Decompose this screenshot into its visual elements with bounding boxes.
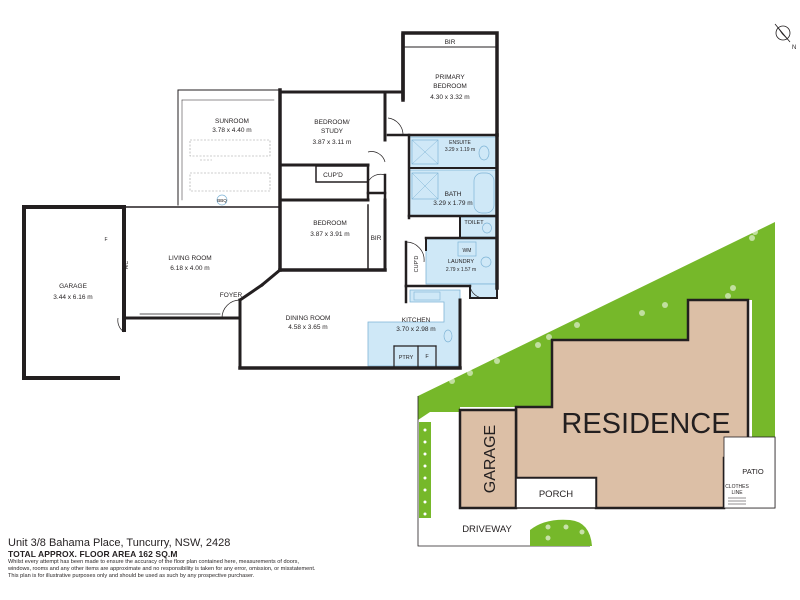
bedroom-study-label-line2: STUDY — [321, 128, 344, 135]
disclaimer-line-1: Whilst every attempt has been made to en… — [8, 559, 300, 565]
bedroom-study-label-line1: BEDROOM/ — [314, 119, 350, 126]
cupd-laundry-label: CUP'D — [414, 256, 420, 273]
living-room-label: LIVING ROOM — [168, 255, 211, 262]
sunroom-dims: 3.78 x 4.40 m — [212, 127, 251, 134]
dining-room-label: DINING ROOM — [286, 315, 331, 322]
bbq-label: BBQ — [217, 198, 227, 203]
hedge-strip — [419, 422, 431, 518]
clothes-line-label-line2: LINE — [731, 490, 743, 496]
bath-label: BATH — [445, 191, 462, 198]
site-plan: RESIDENCE GARAGE PORCH PATIO CLOTHES LIN… — [417, 222, 776, 547]
living-room-dims: 6.18 x 4.00 m — [170, 265, 209, 272]
lawn-area — [418, 222, 775, 437]
sunroom-label: SUNROOM — [215, 118, 249, 125]
primary-bedroom-label-line1: PRIMARY — [435, 74, 465, 81]
primary-bedroom-label-line2: BEDROOM — [433, 83, 467, 90]
primary-bedroom-dims: 4.30 x 3.32 m — [430, 94, 469, 101]
porch-block — [515, 477, 597, 509]
ensuite-dims: 3.29 x 1.19 m — [445, 147, 475, 153]
fridge-kitchen-label: F — [425, 354, 429, 360]
patio-block — [723, 436, 776, 509]
toilet-label: TOILET — [464, 220, 484, 226]
pantry-label: PTRY — [399, 355, 414, 361]
bedroom-dims: 3.87 x 3.91 m — [310, 231, 349, 238]
cupd-mid-label: CUP'D — [323, 172, 343, 179]
kitchen-dims: 3.70 x 2.98 m — [396, 326, 435, 333]
ac-label: A/C — [124, 260, 130, 269]
fridge-garage-label: F — [104, 237, 107, 243]
patio-label: PATIO — [742, 467, 764, 476]
residence-label: RESIDENCE — [561, 408, 730, 440]
bedroom-study-dims: 3.87 x 3.11 m — [313, 139, 352, 146]
shower-ensuite — [411, 139, 439, 165]
bathtub — [473, 172, 495, 214]
laundry-area — [425, 238, 498, 285]
laundry-dims: 2.79 x 1.57 m — [446, 267, 476, 273]
foyer-label: FOYER — [220, 292, 243, 299]
compass-circle-icon — [775, 25, 791, 41]
walls — [22, 31, 499, 380]
address: Unit 3/8 Bahama Place, Tuncurry, NSW, 24… — [8, 537, 231, 549]
hedge-dots — [423, 428, 427, 516]
door-swings — [117, 117, 485, 333]
bir-top-label: BIR — [445, 39, 456, 46]
bir-mid-label: BIR — [371, 235, 382, 242]
sunroom-furniture — [189, 139, 271, 192]
room-labels: BIR PRIMARY BEDROOM 4.30 x 3.32 m SUNROO… — [53, 39, 484, 361]
laundry-tub — [480, 256, 492, 268]
clothes-line-label-line1: CLOTHES — [725, 484, 749, 490]
laundry-extension — [469, 283, 498, 299]
porch-label: PORCH — [539, 489, 573, 500]
wm-label: WM — [463, 248, 472, 254]
disclaimer-line-2: windows, rooms and any other items are a… — [8, 566, 316, 572]
wet-areas — [367, 136, 498, 367]
toilet-ensuite — [478, 145, 490, 161]
shower-bath — [411, 172, 439, 200]
driveway-garden — [530, 519, 592, 546]
bedroom-label: BEDROOM — [313, 220, 347, 227]
footer: Unit 3/8 Bahama Place, Tuncurry, NSW, 24… — [8, 537, 468, 580]
kitchen-label: KITCHEN — [402, 317, 431, 324]
lawn-bushes — [449, 229, 758, 384]
ensuite-label: ENSUITE — [449, 140, 471, 146]
compass: N — [774, 23, 796, 51]
compass-north-label: N — [792, 45, 796, 51]
clothes-line-icon — [728, 497, 746, 505]
driveway-label: DRIVEWAY — [462, 524, 512, 535]
floor-area: TOTAL APPROX. FLOOR AREA 162 SQ.M — [8, 549, 178, 559]
site-garage-block — [458, 408, 518, 510]
site-garage-label: GARAGE — [482, 425, 499, 493]
bbq-icon — [216, 194, 228, 206]
ensuite-area — [408, 136, 498, 169]
laundry-label: LAUNDRY — [448, 259, 475, 265]
disclaimer-line-3: This plan is for illustrative purposes o… — [8, 573, 255, 579]
washing-machine — [457, 241, 477, 257]
garage-dims: 3.44 x 6.16 m — [53, 294, 92, 301]
garage-label: GARAGE — [59, 283, 87, 290]
dining-room-dims: 4.58 x 3.65 m — [288, 324, 327, 331]
kitchen-sink — [443, 329, 453, 343]
cooktop — [413, 291, 441, 301]
bath-area — [408, 169, 498, 217]
bath-dims: 3.29 x 1.79 m — [433, 200, 472, 207]
toilet-wc — [482, 222, 492, 234]
